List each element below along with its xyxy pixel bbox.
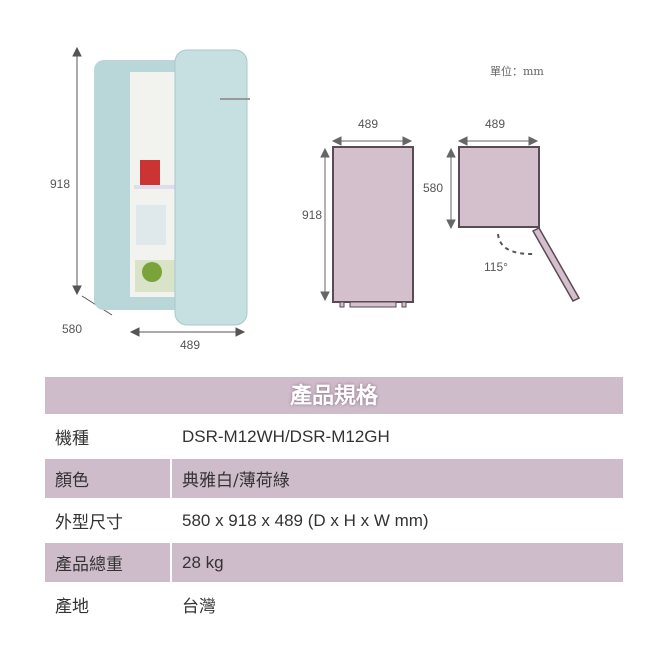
row-value: 台灣	[182, 597, 216, 617]
row-value: DSR-M12WH/DSR-M12GH	[182, 426, 390, 446]
front-view-box	[332, 146, 414, 303]
row-value: 典雅白/薄荷綠	[182, 471, 290, 491]
row-label: 外型尺寸	[55, 513, 123, 533]
photo-depth-label: 580	[62, 322, 83, 336]
table-row: 外型尺寸 580 x 918 x 489 (D x H x W mm)	[45, 501, 623, 540]
row-label: 機種	[55, 429, 89, 449]
top-depth-label: 580	[423, 181, 444, 195]
row-label: 顏色	[45, 459, 172, 498]
row-value: 28 kg	[182, 552, 224, 572]
table-row: 機種 DSR-M12WH/DSR-M12GH	[45, 417, 623, 456]
front-height-label: 918	[302, 208, 323, 222]
dimension-diagrams	[320, 136, 581, 308]
table-row: 顏色典雅白/薄荷綠	[45, 459, 623, 498]
fridge-photo	[72, 46, 250, 337]
door-swing	[531, 227, 581, 302]
row-value: 580 x 918 x 489 (D x H x W mm)	[182, 510, 429, 530]
spec-table-title: 產品規格	[45, 377, 623, 414]
row-label: 產品總重	[45, 543, 172, 582]
door-angle-label: 115°	[484, 260, 508, 274]
spec-table: 產品規格 機種 DSR-M12WH/DSR-M12GH 顏色典雅白/薄荷綠 外型尺…	[45, 377, 623, 624]
row-label: 產地	[55, 597, 89, 617]
top-width-label: 489	[485, 117, 506, 131]
table-row: 產品總重 28 kg	[45, 543, 623, 582]
photo-width-label: 489	[180, 338, 201, 352]
front-width-label: 489	[358, 117, 379, 131]
top-view-box	[458, 146, 540, 228]
photo-height-label: 918	[50, 177, 71, 191]
table-row: 產地 台灣	[45, 585, 623, 624]
unit-label: 單位：mm	[490, 65, 544, 78]
